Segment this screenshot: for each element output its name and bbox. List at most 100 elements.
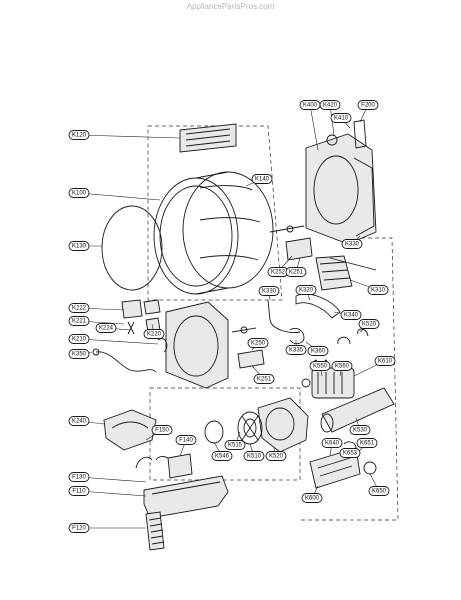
callout-k120: K120 [68, 130, 90, 140]
callout-k224: K224 [95, 323, 117, 333]
leader-line [78, 490, 147, 497]
callout-label: K653 [343, 451, 358, 457]
lint-duct [103, 409, 157, 451]
callout-k530: K530 [349, 425, 371, 435]
callout-k221: K221 [68, 316, 90, 326]
callout-label: K520 [269, 454, 284, 460]
callout-label: K310 [371, 288, 386, 294]
drive-motor [301, 367, 355, 399]
callout-k600: K600 [301, 493, 323, 503]
callout-k240: K240 [68, 416, 90, 426]
callout-k251: K251 [285, 267, 307, 277]
callout-k310: K310 [367, 285, 389, 295]
callout-k222: K222 [68, 303, 90, 313]
callout-label: K221 [72, 319, 87, 325]
rear-bulkhead [305, 133, 377, 245]
callout-bubble [295, 285, 317, 295]
motor-clip-left [337, 336, 351, 345]
callout-k320: K320 [295, 285, 317, 295]
callout-bubble [301, 493, 323, 503]
idler-arm [267, 299, 301, 333]
callout-label: K550 [313, 364, 328, 370]
blower-housing [257, 397, 309, 453]
callout-bubble [285, 267, 307, 277]
callout-bubble [368, 486, 390, 496]
callout-label: K546 [215, 454, 230, 460]
leader-line [309, 104, 319, 151]
blower-ring [204, 420, 224, 444]
callout-bubble [358, 319, 380, 329]
callout-k330: K330 [258, 286, 280, 296]
callout-bubble [175, 435, 197, 445]
callout-label: K251 [289, 270, 304, 276]
callout-label: K335 [289, 348, 304, 354]
callout-label: K350 [72, 352, 87, 358]
callout-k520: K520 [358, 319, 380, 329]
callout-bubble [95, 323, 117, 333]
callout-label: K252 [271, 270, 286, 276]
callout-bubble [319, 100, 341, 110]
callout-label: K224 [99, 326, 114, 332]
callout-bubble [356, 438, 378, 448]
callout-f130: F130 [68, 472, 90, 482]
callout-label: K420 [323, 103, 338, 109]
leader-line [78, 338, 159, 345]
callout-label: K515 [228, 443, 243, 449]
lint-filter-housing [143, 475, 229, 519]
callout-bubble [340, 310, 362, 320]
callout-bubble [258, 286, 280, 296]
callout-bubble [68, 188, 90, 198]
callout-label: K130 [72, 244, 87, 250]
callout-bubble [151, 425, 173, 435]
callout-k400: K400 [299, 100, 321, 110]
callout-label: K520 [362, 322, 377, 328]
callout-bubble [68, 334, 90, 344]
callout-bubble [349, 425, 371, 435]
callout-bubble [251, 174, 273, 184]
callout-label: F150 [155, 428, 169, 434]
motor-clip-right [357, 328, 369, 337]
callout-label: F130 [72, 475, 86, 481]
top-filter-housing [179, 123, 237, 153]
callout-bubble [367, 285, 389, 295]
callout-k653: K653 [339, 448, 361, 458]
callout-k251: K251 [253, 374, 275, 384]
callout-k410: K410 [330, 113, 352, 123]
lower-assembly-boundary [149, 387, 301, 481]
callout-label: K651 [360, 441, 375, 447]
callout-label: K610 [378, 359, 393, 365]
callout-bubble [68, 316, 90, 326]
callout-label: K650 [372, 489, 387, 495]
callout-k360: K360 [307, 346, 329, 356]
callout-k520: K520 [265, 451, 287, 461]
drum-assembly-boundary [147, 125, 283, 301]
duct-ring [363, 461, 377, 475]
callout-bubble [143, 329, 165, 339]
callout-k610: K610 [374, 356, 396, 366]
callout-label: K251 [257, 377, 272, 383]
callout-bubble [374, 356, 396, 366]
leader-line [78, 476, 147, 483]
callout-bubble [307, 346, 329, 356]
callout-label: K100 [72, 191, 87, 197]
callout-k515: K515 [224, 440, 246, 450]
lint-filter-screen [145, 511, 165, 551]
callout-label: K120 [72, 133, 87, 139]
blower-wheel [237, 411, 263, 445]
callout-label: K640 [325, 441, 340, 447]
callout-bubble [68, 349, 90, 359]
callout-bubble [253, 374, 275, 384]
callout-label: F140 [179, 438, 193, 444]
callout-label: K222 [72, 306, 87, 312]
callout-k130: K130 [68, 241, 90, 251]
callout-k220: K220 [143, 329, 165, 339]
callout-bubble [309, 361, 331, 371]
callout-label: K220 [147, 332, 162, 338]
callout-k651: K651 [356, 438, 378, 448]
callout-bubble [339, 448, 361, 458]
callout-bubble [68, 523, 90, 533]
callout-label: K330 [345, 242, 360, 248]
callout-bubble [68, 303, 90, 313]
callout-bubble [321, 438, 343, 448]
callout-label: K340 [344, 313, 359, 319]
